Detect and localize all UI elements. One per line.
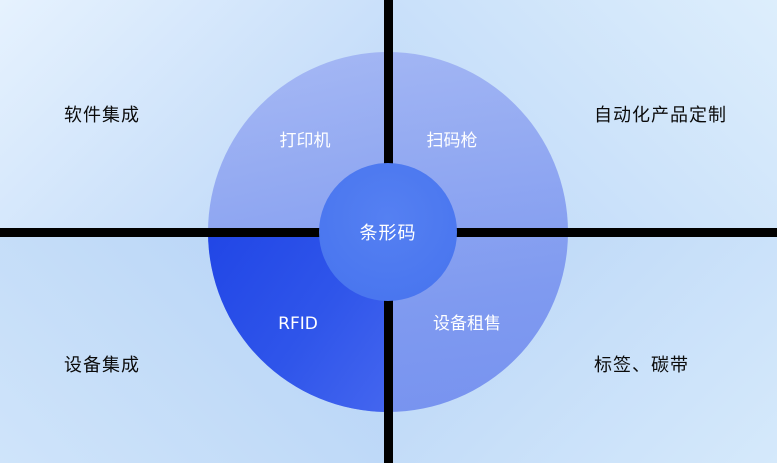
corner-label-automation-custom: 自动化产品定制	[594, 105, 727, 126]
corner-label-labels-ribbons: 标签、碳带	[594, 355, 689, 376]
ring-label-printer: 打印机	[279, 131, 331, 151]
center-circle: 条形码	[319, 163, 457, 301]
corner-label-software-integration: 软件集成	[64, 105, 140, 126]
ring-label-equipment-rental: 设备租售	[433, 314, 501, 334]
center-label: 条形码	[359, 223, 417, 244]
corner-label-equipment-integration: 设备集成	[64, 355, 140, 376]
ring-label-scanner: 扫码枪	[426, 131, 478, 151]
ring-label-rfid: RFID	[278, 314, 318, 334]
